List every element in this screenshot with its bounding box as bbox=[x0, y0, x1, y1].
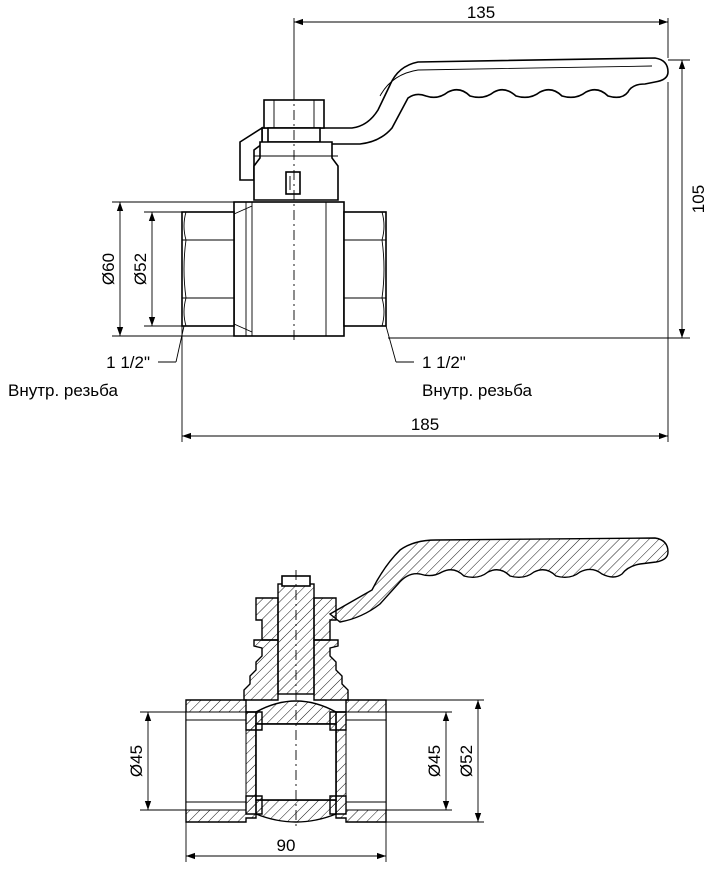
dim-diameter-60: Ø60 bbox=[99, 201, 234, 337]
left-hex-end bbox=[181, 211, 235, 327]
dim-diameter-52: Ø52 bbox=[131, 211, 182, 327]
valve-side-view bbox=[181, 57, 669, 340]
thread-callout-right: 1 1/2" Внутр. резьба bbox=[385, 325, 532, 400]
dim-185: 185 bbox=[181, 82, 669, 442]
valve-section-view bbox=[185, 537, 669, 830]
dim-section-d45-right: Ø45 bbox=[386, 711, 452, 811]
dim-d60-label: Ø60 bbox=[99, 253, 118, 285]
dim-135-label: 135 bbox=[467, 3, 495, 22]
valve-body bbox=[233, 201, 345, 337]
dim-105-label: 105 bbox=[689, 185, 708, 213]
section-neck bbox=[243, 639, 279, 701]
dim-section-d52: Ø52 bbox=[386, 699, 484, 823]
dim-185-label: 185 bbox=[411, 415, 439, 434]
lever-handle bbox=[261, 57, 669, 145]
dim-105: 105 bbox=[388, 59, 708, 339]
dim-section-d45-left-label: Ø45 bbox=[127, 745, 146, 777]
thread-right-type: Внутр. резьба bbox=[422, 381, 532, 400]
section-lever bbox=[328, 537, 669, 623]
thread-left-size: 1 1/2" bbox=[106, 353, 150, 372]
dim-section-d52-label: Ø52 bbox=[457, 745, 476, 777]
dim-section-d45-left: Ø45 bbox=[127, 711, 186, 811]
thread-right-size: 1 1/2" bbox=[422, 353, 466, 372]
thread-callout-left: 1 1/2" Внутр. резьба bbox=[8, 325, 185, 400]
stop-window bbox=[285, 171, 301, 195]
lever-tab bbox=[239, 126, 263, 181]
section-gland-nut bbox=[255, 597, 279, 641]
dim-d52-label: Ø52 bbox=[131, 253, 150, 285]
thread-left-type: Внутр. резьба bbox=[8, 381, 118, 400]
dim-section-d45-right-label: Ø45 bbox=[425, 745, 444, 777]
dim-section-90-label: 90 bbox=[277, 836, 296, 855]
right-hex-end bbox=[343, 211, 387, 327]
dim-section-90: 90 bbox=[185, 822, 387, 862]
dim-135: 135 bbox=[293, 3, 669, 100]
